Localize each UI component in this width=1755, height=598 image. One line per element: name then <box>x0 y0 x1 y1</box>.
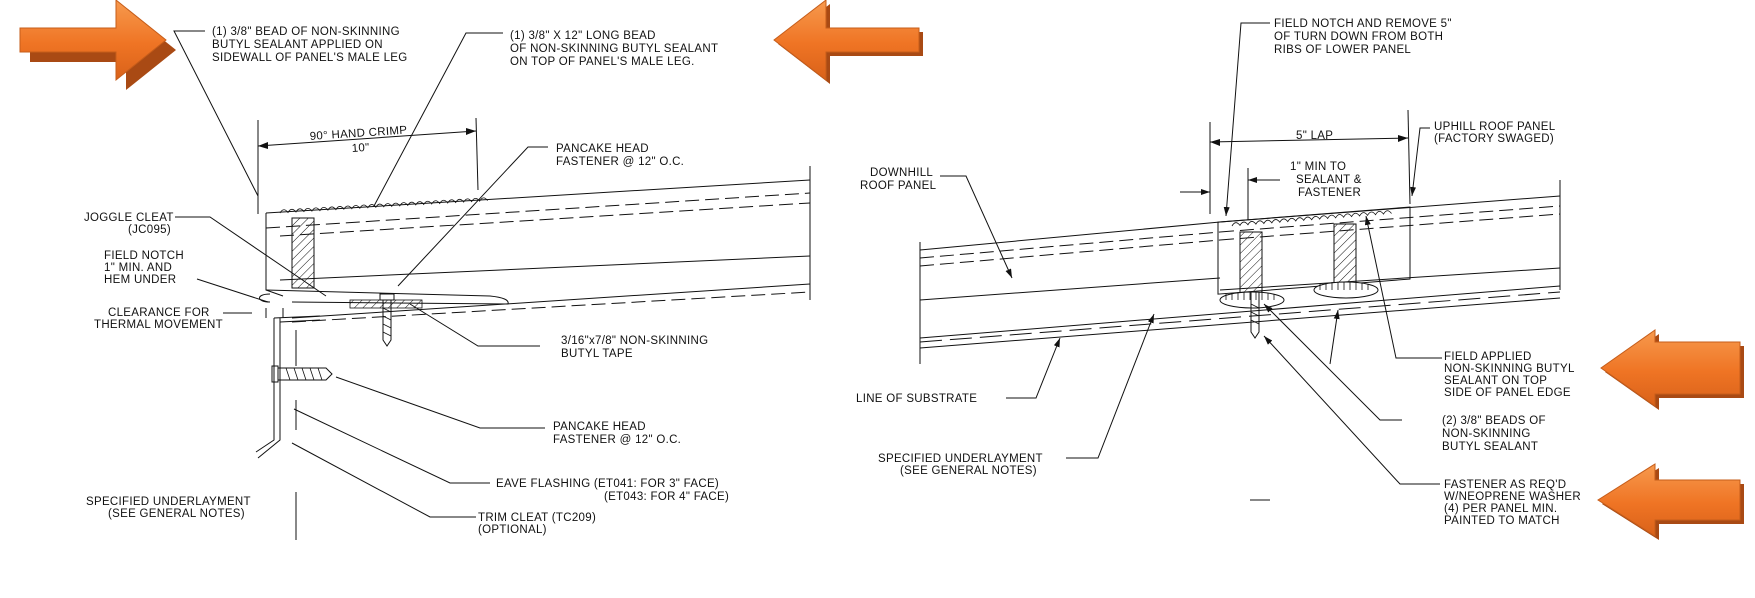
fastener-line-2: W/NEOPRENE WASHER <box>1444 491 1581 503</box>
bead-sidewall-line-1: (1) 3/8" BEAD OF NON-SKINNING <box>212 26 400 38</box>
lap-dimension: 5" LAP <box>1296 130 1333 142</box>
field-applied-line-4: SIDE OF PANEL EDGE <box>1444 387 1571 399</box>
left-leader-lines <box>173 30 548 518</box>
substrate-label: LINE OF SUBSTRATE <box>856 393 977 405</box>
eave-flashing-line-2: (ET043: FOR 4" FACE) <box>604 491 729 503</box>
pancake-upper-line-2: FASTENER @ 12" O.C. <box>556 156 684 168</box>
bead-top-line-1: (1) 3/8" X 12" LONG BEAD <box>510 30 656 42</box>
joggle-cleat-line-2: (JC095) <box>128 224 171 236</box>
crimp-dimension: 10" <box>351 142 370 155</box>
pancake-lower-line-2: FASTENER @ 12" O.C. <box>553 434 681 446</box>
downhill-panel-line-2: ROOF PANEL <box>860 180 937 192</box>
panel-lap-geometry <box>919 109 1561 364</box>
field-notch-line-2: 1" MIN. AND <box>104 262 172 274</box>
right-labels: FIELD NOTCH AND REMOVE 5" OF TURN DOWN F… <box>856 18 1581 527</box>
pancake-lower-line-1: PANCAKE HEAD <box>553 421 646 433</box>
field-notch-line-3: HEM UNDER <box>104 274 176 286</box>
left-labels: (1) 3/8" BEAD OF NON-SKINNING BUTYL SEAL… <box>84 26 729 536</box>
field-notch-remove-line-1: FIELD NOTCH AND REMOVE 5" <box>1274 18 1452 30</box>
underlayment-right-line-1: SPECIFIED UNDERLAYMENT <box>878 453 1043 465</box>
butyl-tape-line-1: 3/16"x7/8" NON-SKINNING <box>561 335 708 347</box>
field-applied-line-1: FIELD APPLIED <box>1444 351 1532 363</box>
trim-cleat-line-2: (OPTIONAL) <box>478 524 547 536</box>
arrow-left-icon <box>1600 329 1744 410</box>
uphill-panel-line-2: (FACTORY SWAGED) <box>1434 133 1554 145</box>
bead-sidewall-line-2: BUTYL SEALANT APPLIED ON <box>212 39 383 51</box>
min-to-sealant-line-2: SEALANT & <box>1296 174 1362 186</box>
clearance-line-1: CLEARANCE FOR <box>108 307 210 319</box>
pancake-upper-line-1: PANCAKE HEAD <box>556 143 649 155</box>
arrow-left-icon <box>1597 463 1744 540</box>
eave-detail-geometry <box>255 117 811 540</box>
clearance-line-2: THERMAL MOVEMENT <box>94 319 223 331</box>
butyl-tape-line-2: BUTYL TAPE <box>561 348 633 360</box>
fastener-line-1: FASTENER AS REQ'D <box>1444 479 1566 491</box>
downhill-panel-line-1: DOWNHILL <box>870 167 933 179</box>
bead-top-line-2: OF NON-SKINNING BUTYL SEALANT <box>510 43 718 55</box>
bead-sidewall-line-3: SIDEWALL OF PANEL'S MALE LEG <box>212 52 408 64</box>
underlayment-left-line-2: (SEE GENERAL NOTES) <box>108 508 245 520</box>
beads-line-2: NON-SKINNING <box>1442 428 1531 440</box>
field-notch-remove-line-3: RIBS OF LOWER PANEL <box>1274 44 1411 56</box>
min-to-sealant-line-3: FASTENER <box>1298 187 1361 199</box>
bead-top-line-3: ON TOP OF PANEL'S MALE LEG. <box>510 56 695 68</box>
right-leader-lines <box>940 22 1442 501</box>
trim-cleat-line-1: TRIM CLEAT (TC209) <box>478 512 596 524</box>
field-notch-remove-line-2: OF TURN DOWN FROM BOTH <box>1274 31 1443 43</box>
joggle-cleat-line-1: JOGGLE CLEAT <box>84 212 174 224</box>
field-notch-line-1: FIELD NOTCH <box>104 250 184 262</box>
arrow-left-icon <box>773 0 923 84</box>
beads-line-3: BUTYL SEALANT <box>1442 441 1538 453</box>
fastener-line-3: (4) PER PANEL MIN. <box>1444 503 1557 515</box>
arrow-right-icon <box>19 0 176 90</box>
uphill-panel-line-1: UPHILL ROOF PANEL <box>1434 121 1556 133</box>
min-to-sealant-line-1: 1" MIN TO <box>1290 161 1346 173</box>
eave-flashing-line-1: EAVE FLASHING (ET041: FOR 3" FACE) <box>496 478 719 490</box>
underlayment-left-line-1: SPECIFIED UNDERLAYMENT <box>86 496 251 508</box>
crimp-label: 90° HAND CRIMP <box>309 125 407 143</box>
beads-line-1: (2) 3/8" BEADS OF <box>1442 415 1546 427</box>
field-applied-line-2: NON-SKINNING BUTYL <box>1444 363 1575 375</box>
field-applied-line-3: SEALANT ON TOP <box>1444 375 1547 387</box>
underlayment-right-line-2: (SEE GENERAL NOTES) <box>900 465 1037 477</box>
fastener-line-4: PAINTED TO MATCH <box>1444 515 1560 527</box>
